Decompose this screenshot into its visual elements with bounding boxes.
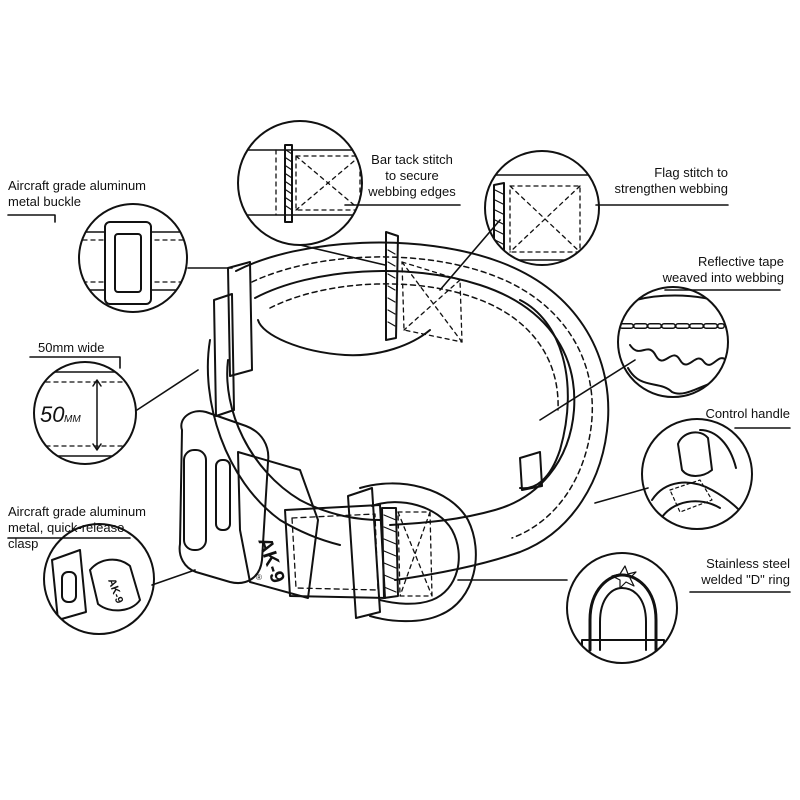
callout-handle-line-1: Control handle [705, 406, 790, 421]
callout-buckle-line-1: Aircraft grade aluminum [8, 178, 146, 193]
collar-illustration: AK-9 ® [178, 231, 610, 623]
collar-inner-band [254, 270, 576, 526]
callout-buckle-line-2: metal buckle [8, 194, 81, 209]
callout-clasp-line-3: clasp [8, 536, 39, 551]
callout-dring-line-1: Stainless steel [706, 556, 790, 571]
callout-dring-line-2: welded "D" ring [701, 572, 790, 587]
width-unit: MM [64, 414, 81, 425]
detail-reflective [617, 286, 729, 398]
callout-reflective-line-1: Reflective tape [698, 254, 784, 269]
callout-bartack: Bar tack stitch to secure webbing edges [352, 152, 472, 200]
leader-lines [7, 204, 791, 593]
detail-buckle [78, 203, 188, 313]
callout-flag-line-1: Flag stitch to [654, 165, 728, 180]
detail-handle [641, 418, 753, 530]
detail-flag [484, 150, 600, 266]
collar-clasp [178, 410, 270, 584]
detail-bartack [237, 120, 363, 246]
callout-bartack-line-3: webbing edges [368, 184, 456, 199]
callout-reflective-line-2: weaved into webbing [662, 270, 784, 285]
callout-width: 50mm wide [38, 340, 104, 356]
collar-d-ring [359, 482, 477, 623]
callout-bartack-line-1: Bar tack stitch [371, 152, 453, 167]
callout-flag-line-2: strengthen webbing [614, 181, 728, 196]
collar-outer-band [235, 241, 610, 581]
callout-clasp: Aircraft grade aluminum metal, quick-rel… [8, 504, 146, 552]
callout-dring: Stainless steel welded "D" ring [640, 556, 790, 588]
callout-width-line-1: 50mm wide [38, 340, 105, 355]
callout-bartack-line-2: to secure [385, 168, 439, 183]
width-value: 50 [40, 402, 65, 427]
callout-clasp-line-2: metal, quick-release [8, 520, 125, 535]
callout-clasp-line-1: Aircraft grade aluminum [8, 504, 146, 519]
callout-handle: Control handle [660, 406, 790, 422]
callout-reflective: Reflective tape weaved into webbing [620, 254, 784, 286]
svg-text:AK-9: AK-9 [105, 577, 125, 605]
detail-width: 50 MM [33, 361, 137, 465]
callout-flag: Flag stitch to strengthen webbing [588, 165, 728, 197]
callout-buckle: Aircraft grade aluminum metal buckle [8, 178, 146, 210]
svg-text:®: ® [256, 573, 262, 582]
